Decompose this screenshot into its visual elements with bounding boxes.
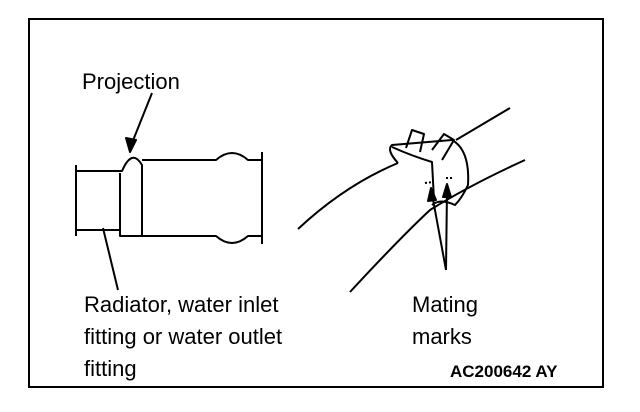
radiator-label-line-1: Radiator, water inlet bbox=[84, 292, 279, 317]
hose-upper-edge bbox=[297, 162, 399, 230]
mating-arrowhead-left bbox=[427, 187, 437, 202]
mating-leader-right bbox=[445, 189, 448, 271]
clamp-band-inner bbox=[391, 146, 435, 201]
mating-leader-left bbox=[431, 193, 447, 271]
figure-frame bbox=[28, 18, 604, 388]
projection-arrowhead bbox=[125, 137, 137, 153]
hose bbox=[142, 152, 262, 244]
mating-marks-label-line-2: marks bbox=[412, 324, 472, 349]
radiator-leader bbox=[102, 227, 119, 291]
right-hose-clamp-assembly bbox=[297, 107, 526, 293]
projection-label: Projection bbox=[82, 69, 180, 94]
fitting-pipe bbox=[76, 156, 143, 237]
clamp-tab-second bbox=[431, 133, 455, 161]
hose-upper-edge-right bbox=[455, 107, 511, 141]
left-fitting-assembly bbox=[75, 92, 263, 291]
clamp-tab bbox=[405, 129, 425, 153]
mating-arrowhead-right bbox=[442, 183, 452, 198]
hose-lower-edge bbox=[349, 159, 526, 293]
figure-code: AC200642 AY bbox=[450, 362, 558, 381]
mating-marks-label-line-1: Mating bbox=[412, 292, 479, 317]
mating-mark-dashes bbox=[424, 177, 454, 184]
radiator-label-line-3: fitting bbox=[84, 356, 137, 381]
radiator-label-line-2: fitting or water outlet bbox=[84, 324, 283, 349]
